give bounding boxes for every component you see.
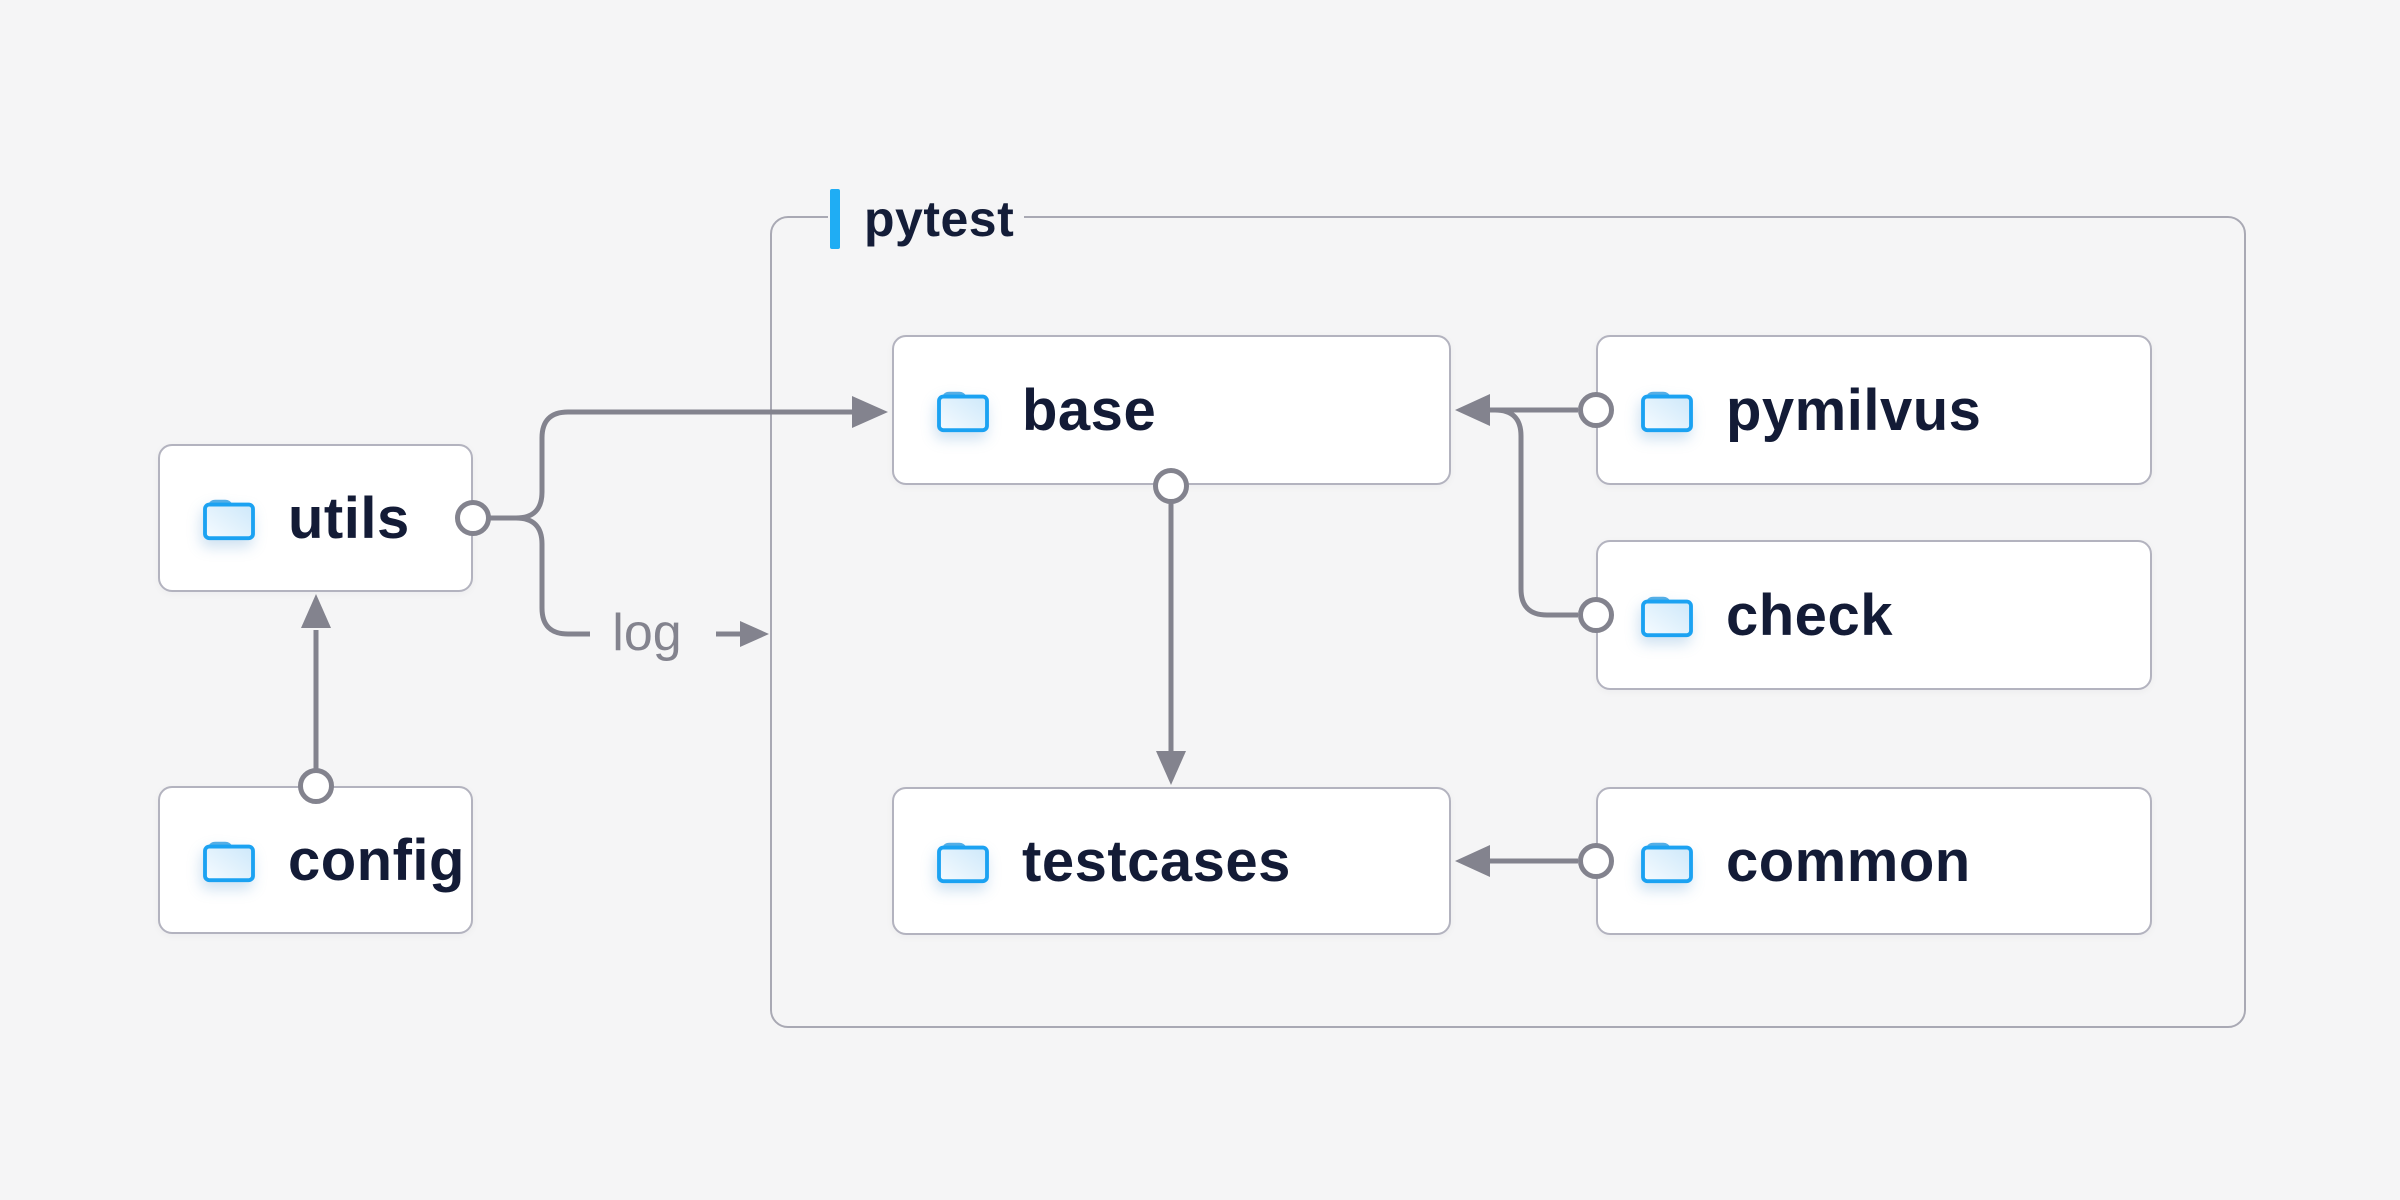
node-base: base bbox=[892, 335, 1451, 485]
node-label: testcases bbox=[1022, 828, 1291, 894]
edge-label-log: log bbox=[612, 604, 682, 662]
folder-icon bbox=[1641, 840, 1693, 884]
node-label: pymilvus bbox=[1726, 377, 1982, 443]
node-check: check bbox=[1596, 540, 2152, 690]
node-testcases: testcases bbox=[892, 787, 1451, 935]
node-label: utils bbox=[288, 485, 410, 551]
arrowhead-config-utils bbox=[301, 594, 331, 628]
folder-icon bbox=[937, 840, 989, 884]
node-utils: utils bbox=[158, 444, 473, 592]
node-common: common bbox=[1596, 787, 2152, 935]
folder-icon bbox=[203, 497, 255, 541]
pytest-group-label: pytest bbox=[828, 188, 1025, 250]
edge-utils-log bbox=[515, 515, 590, 637]
node-config: config bbox=[158, 786, 473, 934]
folder-icon bbox=[203, 839, 255, 883]
folder-icon bbox=[1641, 389, 1693, 433]
folder-icon bbox=[937, 389, 989, 433]
pytest-group-container: pytest bbox=[770, 188, 2246, 1028]
folder-icon bbox=[1641, 594, 1693, 638]
accent-bar bbox=[830, 189, 840, 249]
node-label: common bbox=[1726, 828, 1971, 894]
arrowhead-log bbox=[740, 621, 769, 647]
node-pymilvus: pymilvus bbox=[1596, 335, 2152, 485]
node-label: check bbox=[1726, 582, 1893, 648]
group-label-text: pytest bbox=[864, 191, 1015, 247]
node-label: base bbox=[1022, 377, 1157, 443]
node-label: config bbox=[288, 827, 465, 893]
